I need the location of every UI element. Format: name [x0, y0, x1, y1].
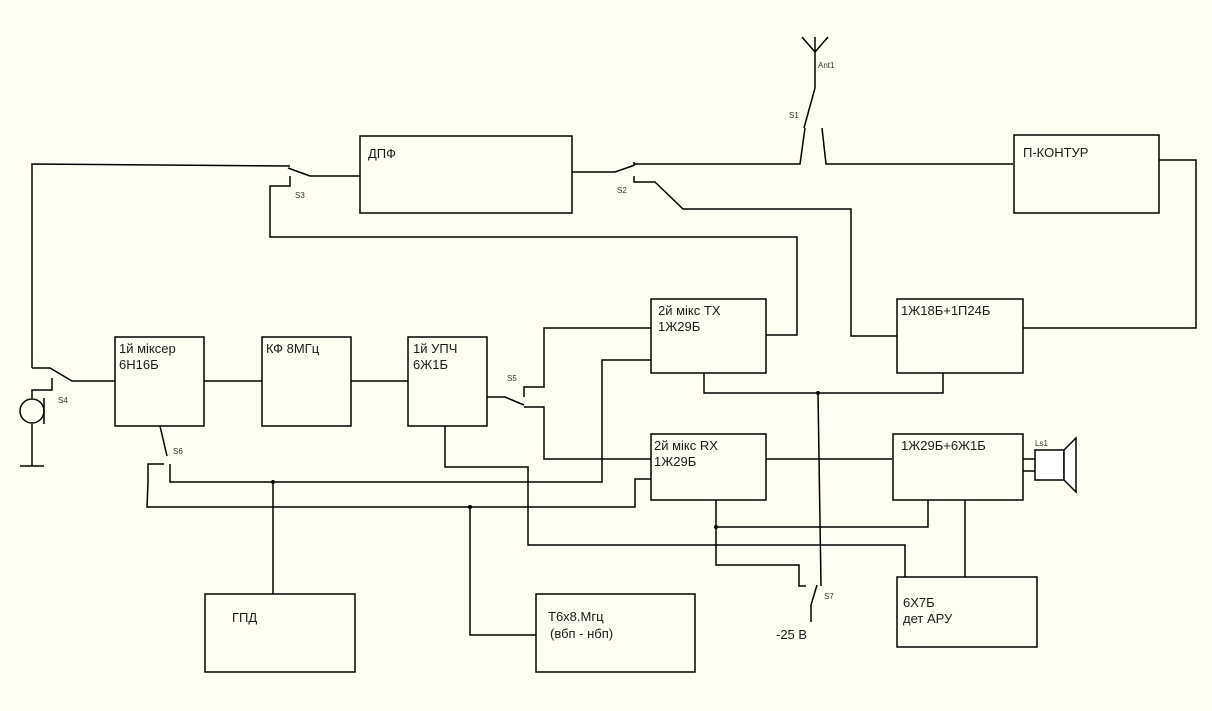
block-mixer1-label-2: 6Н16Б	[119, 357, 159, 372]
block-pa	[896, 298, 1024, 374]
block-mix2-rx	[650, 433, 767, 501]
switch-s2-label: S2	[617, 186, 627, 195]
junctions	[271, 391, 820, 529]
wire-rx-s7	[715, 500, 806, 587]
block-gpd-label: ГПД	[232, 610, 258, 625]
wire-s2-s1	[633, 127, 806, 165]
block-mixer1-label-1: 1й міксер	[119, 341, 176, 356]
wire-pcontour-pa	[1023, 159, 1197, 329]
block-gpd	[204, 593, 356, 673]
block-agc	[896, 576, 1038, 648]
block-dpf	[359, 135, 573, 214]
wire-s1-pcontour	[821, 127, 1013, 165]
block-upch-label-2: 6Ж1Б	[413, 357, 448, 372]
junction-dot	[468, 505, 472, 509]
switch-s6-label: S6	[173, 447, 183, 456]
wire-s5-mixtx	[523, 327, 651, 397]
block-dpf-label: ДПФ	[368, 146, 397, 161]
block-mix2-tx-label-1: 2й мікс TX	[658, 303, 721, 318]
junction-dot	[714, 525, 718, 529]
block-kf	[261, 336, 352, 427]
block-p-contour-label: П-КОНТУР	[1023, 145, 1089, 160]
block-mix2-tx	[650, 298, 767, 374]
switch-s5-label: S5	[507, 374, 517, 383]
switch-s4-label: S4	[58, 396, 68, 405]
wires	[20, 52, 1197, 636]
switch-s1-label: S1	[789, 111, 799, 120]
antenna-icon	[801, 36, 829, 53]
block-gvk	[535, 593, 696, 673]
switch-s6-blade	[159, 425, 168, 457]
block-mixer1	[114, 336, 205, 427]
block-agc-label-2: дет АРУ	[903, 611, 953, 626]
wire-mixtx-s6	[169, 359, 651, 483]
wire-s2-pa	[633, 176, 897, 337]
block-gvk-label-2: (вбп - нбп)	[550, 626, 614, 641]
wire-s5-mixrx	[524, 406, 651, 460]
block-mix2-tx-label-2: 1Ж29Б	[658, 319, 701, 334]
speaker-label: Ls1	[1035, 439, 1048, 448]
block-kf-label: КФ 8МГц	[266, 341, 320, 356]
blocks	[114, 134, 1160, 673]
block-agc-label-1: 6Х7Б	[903, 595, 935, 610]
wire-s3-mixtx	[269, 176, 798, 336]
wire-gvk	[469, 507, 536, 636]
wire-dpf-s2	[568, 164, 636, 173]
block-mix2-rx-label-2: 1Ж29Б	[654, 454, 697, 469]
microphone-icon	[19, 398, 45, 424]
wire-s6-mixrx	[146, 463, 651, 508]
block-mix2-rx-label-1: 2й мікс RX	[654, 438, 718, 453]
wire-upch-agc	[444, 426, 906, 577]
switch-s7-label: S7	[824, 592, 834, 601]
switch-s3-blade	[287, 167, 311, 177]
block-pa-label: 1Ж18Б+1П24Б	[901, 303, 991, 318]
block-upch	[407, 336, 488, 427]
block-af-label: 1Ж29Б+6Ж1Б	[901, 438, 986, 453]
wire-s4-mixer1	[32, 367, 115, 382]
block-gvk-label-1: Т6х8.Мгц	[548, 609, 604, 624]
switch-s3-label: S3	[295, 191, 305, 200]
switch-s1-blade	[803, 87, 816, 129]
speaker-icon	[1034, 436, 1077, 494]
supply-voltage-label: -25 В	[776, 627, 808, 642]
wire-upch-s5	[487, 396, 525, 406]
junction-dot	[271, 480, 275, 484]
antenna-label: Ant1	[818, 61, 835, 70]
junction-dot	[816, 391, 820, 395]
block-p-contour	[1013, 134, 1160, 214]
switch-s7-blade	[810, 584, 818, 606]
wire-supply-trunk	[817, 392, 822, 587]
block-af	[892, 433, 1024, 501]
wire-supply-tx	[703, 373, 944, 394]
wire-s3-s4	[31, 163, 291, 368]
block-upch-label-1: 1й УПЧ	[413, 341, 458, 356]
wire-s4-mic	[31, 378, 53, 398]
wire-rx-af	[716, 500, 929, 528]
